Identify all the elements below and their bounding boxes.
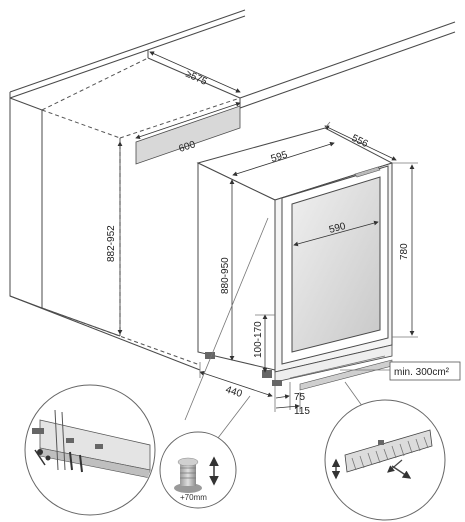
bracket-detail	[24, 384, 156, 516]
dim-niche-height: 882-952	[106, 225, 117, 262]
dim-height-adjusted: 880-950	[220, 257, 231, 294]
dim-appliance-height: 780	[399, 243, 410, 260]
dim-plinth-height: 100-170	[253, 321, 264, 358]
dim-door-width: 590	[328, 221, 347, 236]
foot-adjust-label: +70mm	[180, 493, 207, 502]
grille-detail	[324, 399, 446, 521]
door-glass	[291, 176, 381, 353]
ventilation-callout: min. 300cm²	[340, 361, 461, 381]
dim-depth-115: 115	[294, 406, 310, 417]
ventilation-label: min. 300cm²	[394, 367, 450, 378]
dim-depth-75: 75	[294, 392, 306, 403]
dim-appliance-width: 595	[270, 149, 290, 165]
dim-depth-440: 440	[224, 384, 244, 400]
dimension-lines	[117, 51, 418, 412]
foot-detail: +70mm	[159, 431, 237, 509]
dim-niche-depth: ≥575	[184, 69, 209, 88]
dim-niche-width: 600	[178, 139, 198, 155]
dimension-labels: ≥575 600 882-952 556 595 590 780 880-950…	[106, 69, 410, 417]
